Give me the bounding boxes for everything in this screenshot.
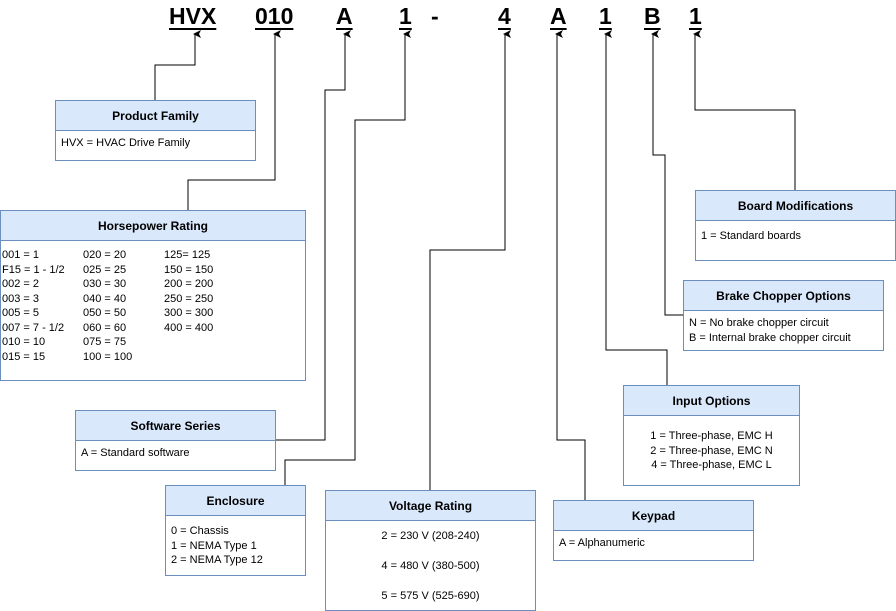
hp-value: 025 = 25 bbox=[83, 263, 127, 276]
code-segment-enclosure: 1 bbox=[399, 3, 412, 29]
product-family-box: Product Family HVX = HVAC Drive Family bbox=[55, 100, 256, 161]
enclosure-title: Enclosure bbox=[166, 486, 305, 516]
code-segment-input: 1 bbox=[599, 3, 612, 29]
hp-value: 100 = 100 bbox=[83, 350, 133, 363]
hp-value: 300 = 300 bbox=[164, 307, 214, 319]
hp-value: 125= 125 bbox=[164, 249, 211, 261]
code-segment-horsepower: 010 bbox=[255, 3, 294, 29]
connector-brake bbox=[651, 30, 683, 316]
hp-value: 050 = 50 bbox=[83, 307, 127, 319]
connector-voltage bbox=[429, 30, 511, 490]
keypad-title: Keypad bbox=[554, 501, 753, 531]
voltage-rating-box: Voltage Rating 2 = 230 V (208-240) 4 = 4… bbox=[325, 490, 536, 611]
code-segment-board: 1 bbox=[689, 3, 702, 29]
code-segment-voltage: 4 bbox=[498, 3, 511, 29]
hp-value: 250 = 250 bbox=[164, 292, 214, 305]
brake-chopper-line: B = Internal brake chopper circuit bbox=[689, 331, 851, 344]
code-segment-keypad: A bbox=[550, 3, 567, 29]
input-option-line: 1 = Three-phase, EMC H bbox=[650, 430, 773, 442]
connector-board bbox=[693, 30, 796, 190]
hp-value: 020 = 20 bbox=[83, 249, 127, 261]
product-family-title: Product Family bbox=[56, 101, 255, 131]
hp-value: 075 = 75 bbox=[83, 336, 127, 348]
connector-input bbox=[604, 30, 668, 385]
hp-value: 003 = 3 bbox=[2, 292, 40, 305]
hp-value: 060 = 60 bbox=[83, 321, 127, 334]
hp-value: 030 = 30 bbox=[83, 278, 127, 290]
board-modifications-title: Board Modifications bbox=[696, 191, 895, 221]
voltage-line: 4 = 480 V (380-500) bbox=[381, 560, 480, 572]
input-option-line: 4 = Three-phase, EMC L bbox=[651, 459, 772, 471]
voltage-rating-title: Voltage Rating bbox=[326, 491, 535, 521]
brake-chopper-title: Brake Chopper Options bbox=[684, 281, 883, 311]
hp-value: 002 = 2 bbox=[2, 278, 40, 290]
connector-horsepower bbox=[187, 30, 281, 210]
code-segment-product-family: HVX bbox=[169, 3, 217, 29]
horsepower-box: Horsepower Rating 001 = 1 F15 = 1 - 1/2 … bbox=[0, 210, 306, 381]
hp-value: 005 = 5 bbox=[2, 307, 40, 319]
board-modifications-line: 1 = Standard boards bbox=[701, 230, 801, 242]
connector-keypad bbox=[555, 30, 586, 500]
hp-value: 015 = 15 bbox=[2, 350, 46, 363]
enclosure-line: 0 = Chassis bbox=[171, 525, 229, 537]
hp-value: 010 = 10 bbox=[2, 336, 46, 348]
horsepower-title: Horsepower Rating bbox=[1, 211, 305, 241]
hp-value: 007 = 7 - 1/2 bbox=[2, 321, 65, 334]
connector-enclosure bbox=[284, 30, 411, 485]
connector-product-family bbox=[154, 30, 201, 100]
input-option-line: 2 = Three-phase, EMC N bbox=[650, 444, 773, 457]
keypad-box: Keypad A = Alphanumeric bbox=[553, 500, 754, 561]
software-series-line: A = Standard software bbox=[81, 447, 190, 459]
hp-value: 001 = 1 bbox=[2, 249, 40, 261]
input-options-box: Input Options 1 = Three-phase, EMC H 2 =… bbox=[623, 385, 800, 486]
voltage-line: 5 = 575 V (525-690) bbox=[381, 590, 480, 602]
hp-value: F15 = 1 - 1/2 bbox=[2, 263, 65, 276]
board-modifications-box: Board Modifications 1 = Standard boards bbox=[695, 190, 896, 261]
enclosure-box: Enclosure 0 = Chassis 1 = NEMA Type 1 2 … bbox=[165, 485, 306, 576]
hp-value: 400 = 400 bbox=[164, 321, 214, 334]
code-separator: - bbox=[431, 3, 439, 29]
enclosure-line: 1 = NEMA Type 1 bbox=[171, 539, 257, 552]
product-family-line: HVX = HVAC Drive Family bbox=[61, 137, 191, 149]
connector-software bbox=[275, 30, 351, 441]
brake-chopper-box: Brake Chopper Options N = No brake chopp… bbox=[683, 280, 884, 351]
code-segment-software: A bbox=[336, 3, 353, 29]
code-segment-brake: B bbox=[644, 3, 661, 29]
input-options-title: Input Options bbox=[624, 386, 799, 416]
brake-chopper-line: N = No brake chopper circuit bbox=[689, 317, 829, 329]
software-series-title: Software Series bbox=[76, 411, 275, 441]
keypad-line: A = Alphanumeric bbox=[559, 537, 645, 549]
hp-value: 150 = 150 bbox=[164, 263, 214, 276]
voltage-line: 2 = 230 V (208-240) bbox=[381, 530, 480, 542]
enclosure-line: 2 = NEMA Type 12 bbox=[171, 554, 263, 566]
hp-value: 040 = 40 bbox=[83, 292, 127, 305]
software-series-box: Software Series A = Standard software bbox=[75, 410, 276, 471]
hp-value: 200 = 200 bbox=[164, 278, 214, 290]
